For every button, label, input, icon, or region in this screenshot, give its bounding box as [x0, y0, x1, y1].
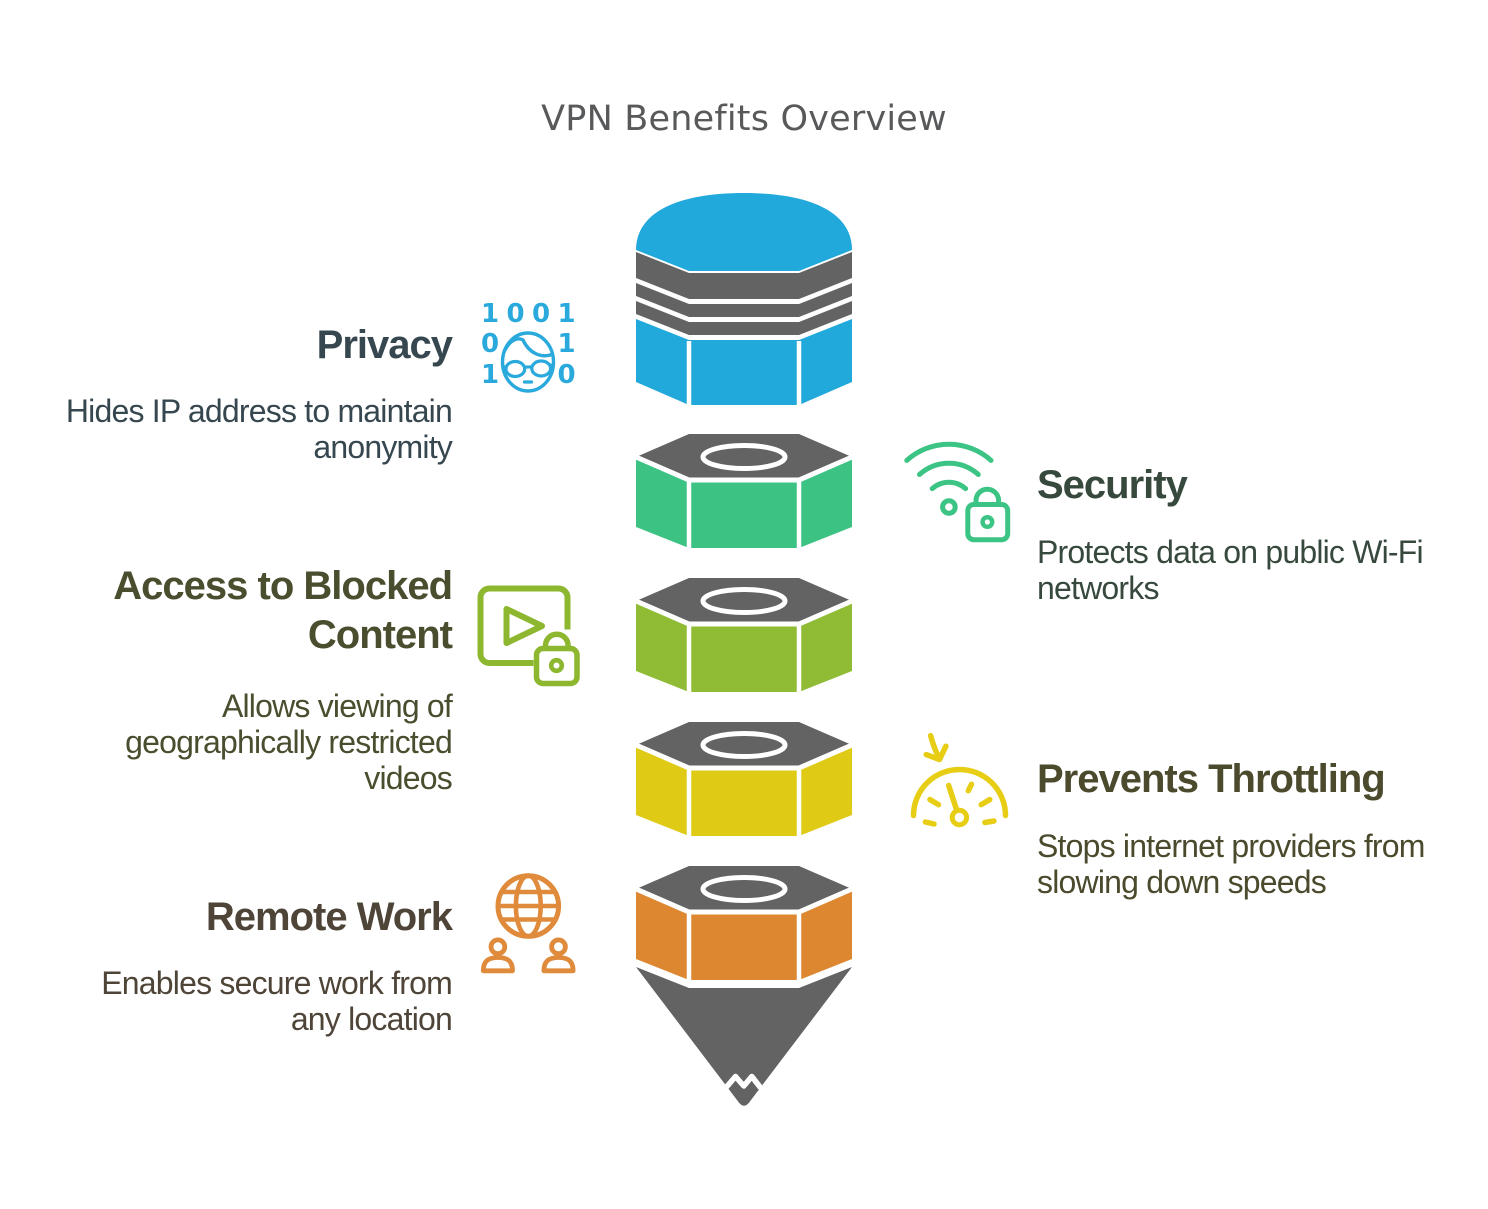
page-title: VPN Benefits Overview: [541, 99, 947, 139]
video-lock-icon: [477, 585, 587, 691]
benefit-heading: Privacy: [316, 323, 453, 367]
benefit-item-throttling: Prevents Throttling Stops internet provi…: [1037, 755, 1477, 900]
binary-digit: 1: [481, 360, 499, 390]
funnel-eraser-cap: [636, 193, 852, 271]
binary-digit: 0: [506, 299, 524, 329]
binary-digit: 0: [481, 329, 499, 359]
funnel-segment-green: [635, 434, 853, 548]
benefit-description: Stops internet providers from slowing do…: [1037, 828, 1425, 900]
benefit-item-privacy: Privacy Hides IP address to maintain ano…: [32, 321, 453, 465]
benefit-description: Allows viewing of geographically restric…: [125, 688, 453, 796]
funnel-segment-yellow: [635, 722, 853, 836]
funnel-segment-orange: [635, 866, 853, 980]
binary-digit: 1: [481, 299, 499, 329]
benefit-description: Protects data on public Wi-Fi networks: [1037, 534, 1424, 606]
globe-people-icon: [480, 873, 576, 974]
funnel-pencil-tip: [636, 967, 852, 1106]
benefit-description: Hides IP address to maintain anonymity: [65, 393, 453, 465]
binary-digit: 1: [557, 329, 575, 359]
benefit-heading: Security: [1037, 463, 1188, 507]
funnel-segment-blue: [636, 319, 852, 405]
benefit-item-access: Access to Blocked Content Allows viewing…: [32, 562, 453, 796]
pencil-tip-zigzag: [723, 1073, 763, 1090]
benefit-description: Enables secure work from any location: [101, 965, 453, 1037]
funnel-ferrule: [636, 252, 852, 335]
anonymous-user-binary-icon: 1 0 0 1 0 1 1 0: [481, 299, 576, 393]
benefit-heading: Remote Work: [205, 895, 453, 939]
benefit-heading: Access to Blocked Content: [113, 564, 453, 657]
binary-digit: 0: [532, 299, 550, 329]
wifi-lock-icon: [904, 441, 1011, 543]
benefit-item-security: Security Protects data on public Wi-Fi n…: [1037, 461, 1467, 606]
benefit-item-remote: Remote Work Enables secure work from any…: [32, 893, 453, 1037]
funnel-segment-olive: [635, 578, 853, 692]
speedometer-arrow-icon: [910, 732, 1009, 828]
pencil-funnel-graphic: [635, 193, 853, 1106]
binary-digits: 1 0 0 1 0 1 1 0: [481, 299, 576, 390]
binary-digit: 0: [557, 360, 575, 390]
benefit-heading: Prevents Throttling: [1037, 757, 1386, 801]
binary-digit: 1: [557, 299, 575, 329]
